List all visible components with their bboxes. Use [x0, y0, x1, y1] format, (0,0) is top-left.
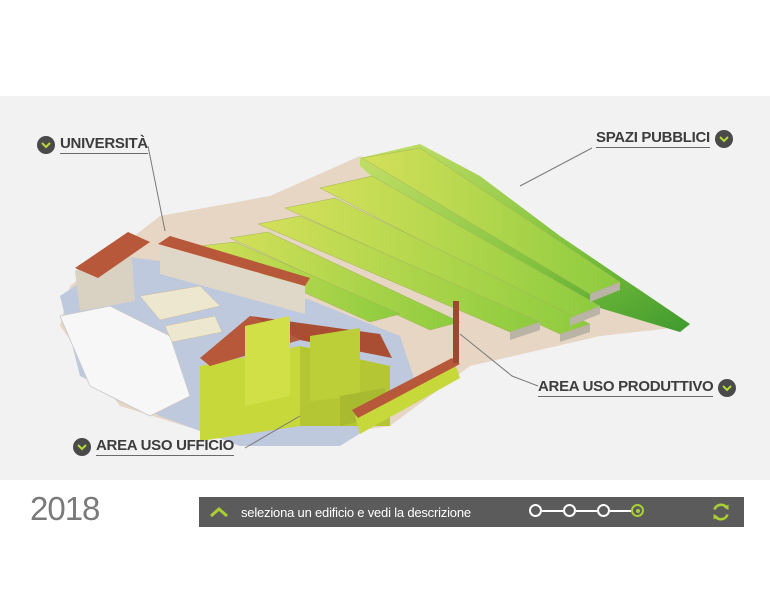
callout-area-ufficio[interactable]: AREA USO UFFICIO: [73, 438, 234, 456]
step-connector: [542, 509, 563, 512]
chevron-down-icon: [73, 438, 91, 456]
callout-label: AREA USO PRODUTTIVO: [538, 378, 714, 397]
map-stage: UNIVERSITÀ SPAZI PUBBLICI AREA USO PRODU…: [0, 96, 770, 480]
step-dot-active[interactable]: [631, 504, 644, 517]
leader-lines: [147, 145, 593, 449]
callout-universita[interactable]: UNIVERSITÀ: [37, 136, 148, 154]
callout-label: SPAZI PUBBLICI: [596, 129, 710, 148]
hint-text: seleziona un edificio e vedi la descrizi…: [241, 504, 471, 520]
refresh-icon[interactable]: [710, 501, 732, 523]
callout-label: UNIVERSITÀ: [60, 135, 148, 154]
step-dot[interactable]: [529, 504, 542, 517]
isometric-map: [59, 144, 690, 449]
step-dot[interactable]: [597, 504, 610, 517]
chevron-down-icon: [718, 379, 737, 397]
callout-spazi-pubblici[interactable]: SPAZI PUBBLICI: [596, 130, 733, 148]
chevron-up-icon[interactable]: [209, 502, 229, 522]
control-bar: seleziona un edificio e vedi la descrizi…: [199, 497, 744, 527]
building-area-produttivo[interactable]: [352, 301, 460, 434]
year-label: 2018: [30, 490, 100, 527]
step-connector: [610, 509, 631, 512]
callout-label: AREA USO UFFICIO: [96, 437, 234, 456]
building-universita[interactable]: [75, 232, 310, 314]
step-dot[interactable]: [563, 504, 576, 517]
building-outline: [59, 305, 191, 417]
step-connector: [576, 509, 597, 512]
building-plaza: [139, 285, 223, 343]
chevron-down-icon: [37, 136, 55, 154]
chevron-down-icon: [714, 130, 733, 148]
callout-area-produttivo[interactable]: AREA USO PRODUTTIVO: [538, 378, 737, 397]
step-indicator: [529, 504, 644, 517]
